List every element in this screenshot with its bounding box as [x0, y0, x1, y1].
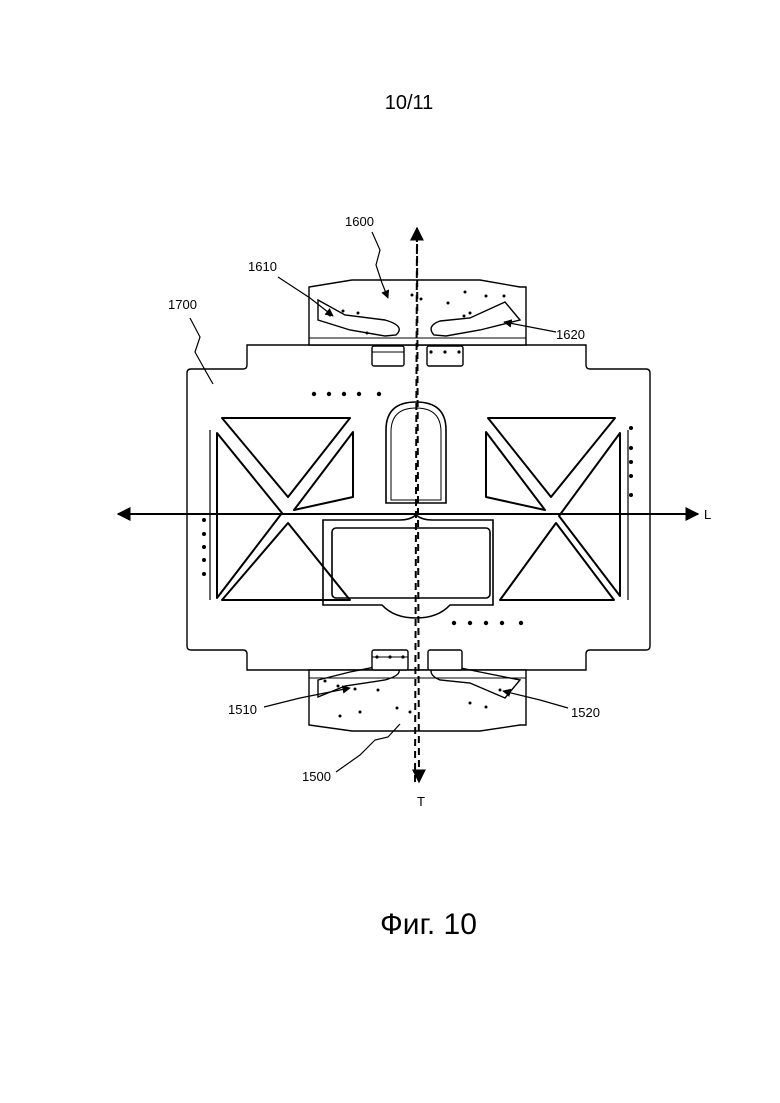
- label-1520: 1520: [571, 705, 600, 720]
- axis-label-l: L: [704, 507, 711, 522]
- figure-caption: Фиг. 10: [380, 908, 477, 942]
- label-1600: 1600: [345, 214, 374, 229]
- label-1700: 1700: [168, 297, 197, 312]
- label-1500: 1500: [302, 769, 331, 784]
- axis-label-t: T: [417, 794, 425, 809]
- label-1620: 1620: [556, 327, 585, 342]
- label-1510: 1510: [228, 702, 257, 717]
- label-1610: 1610: [248, 259, 277, 274]
